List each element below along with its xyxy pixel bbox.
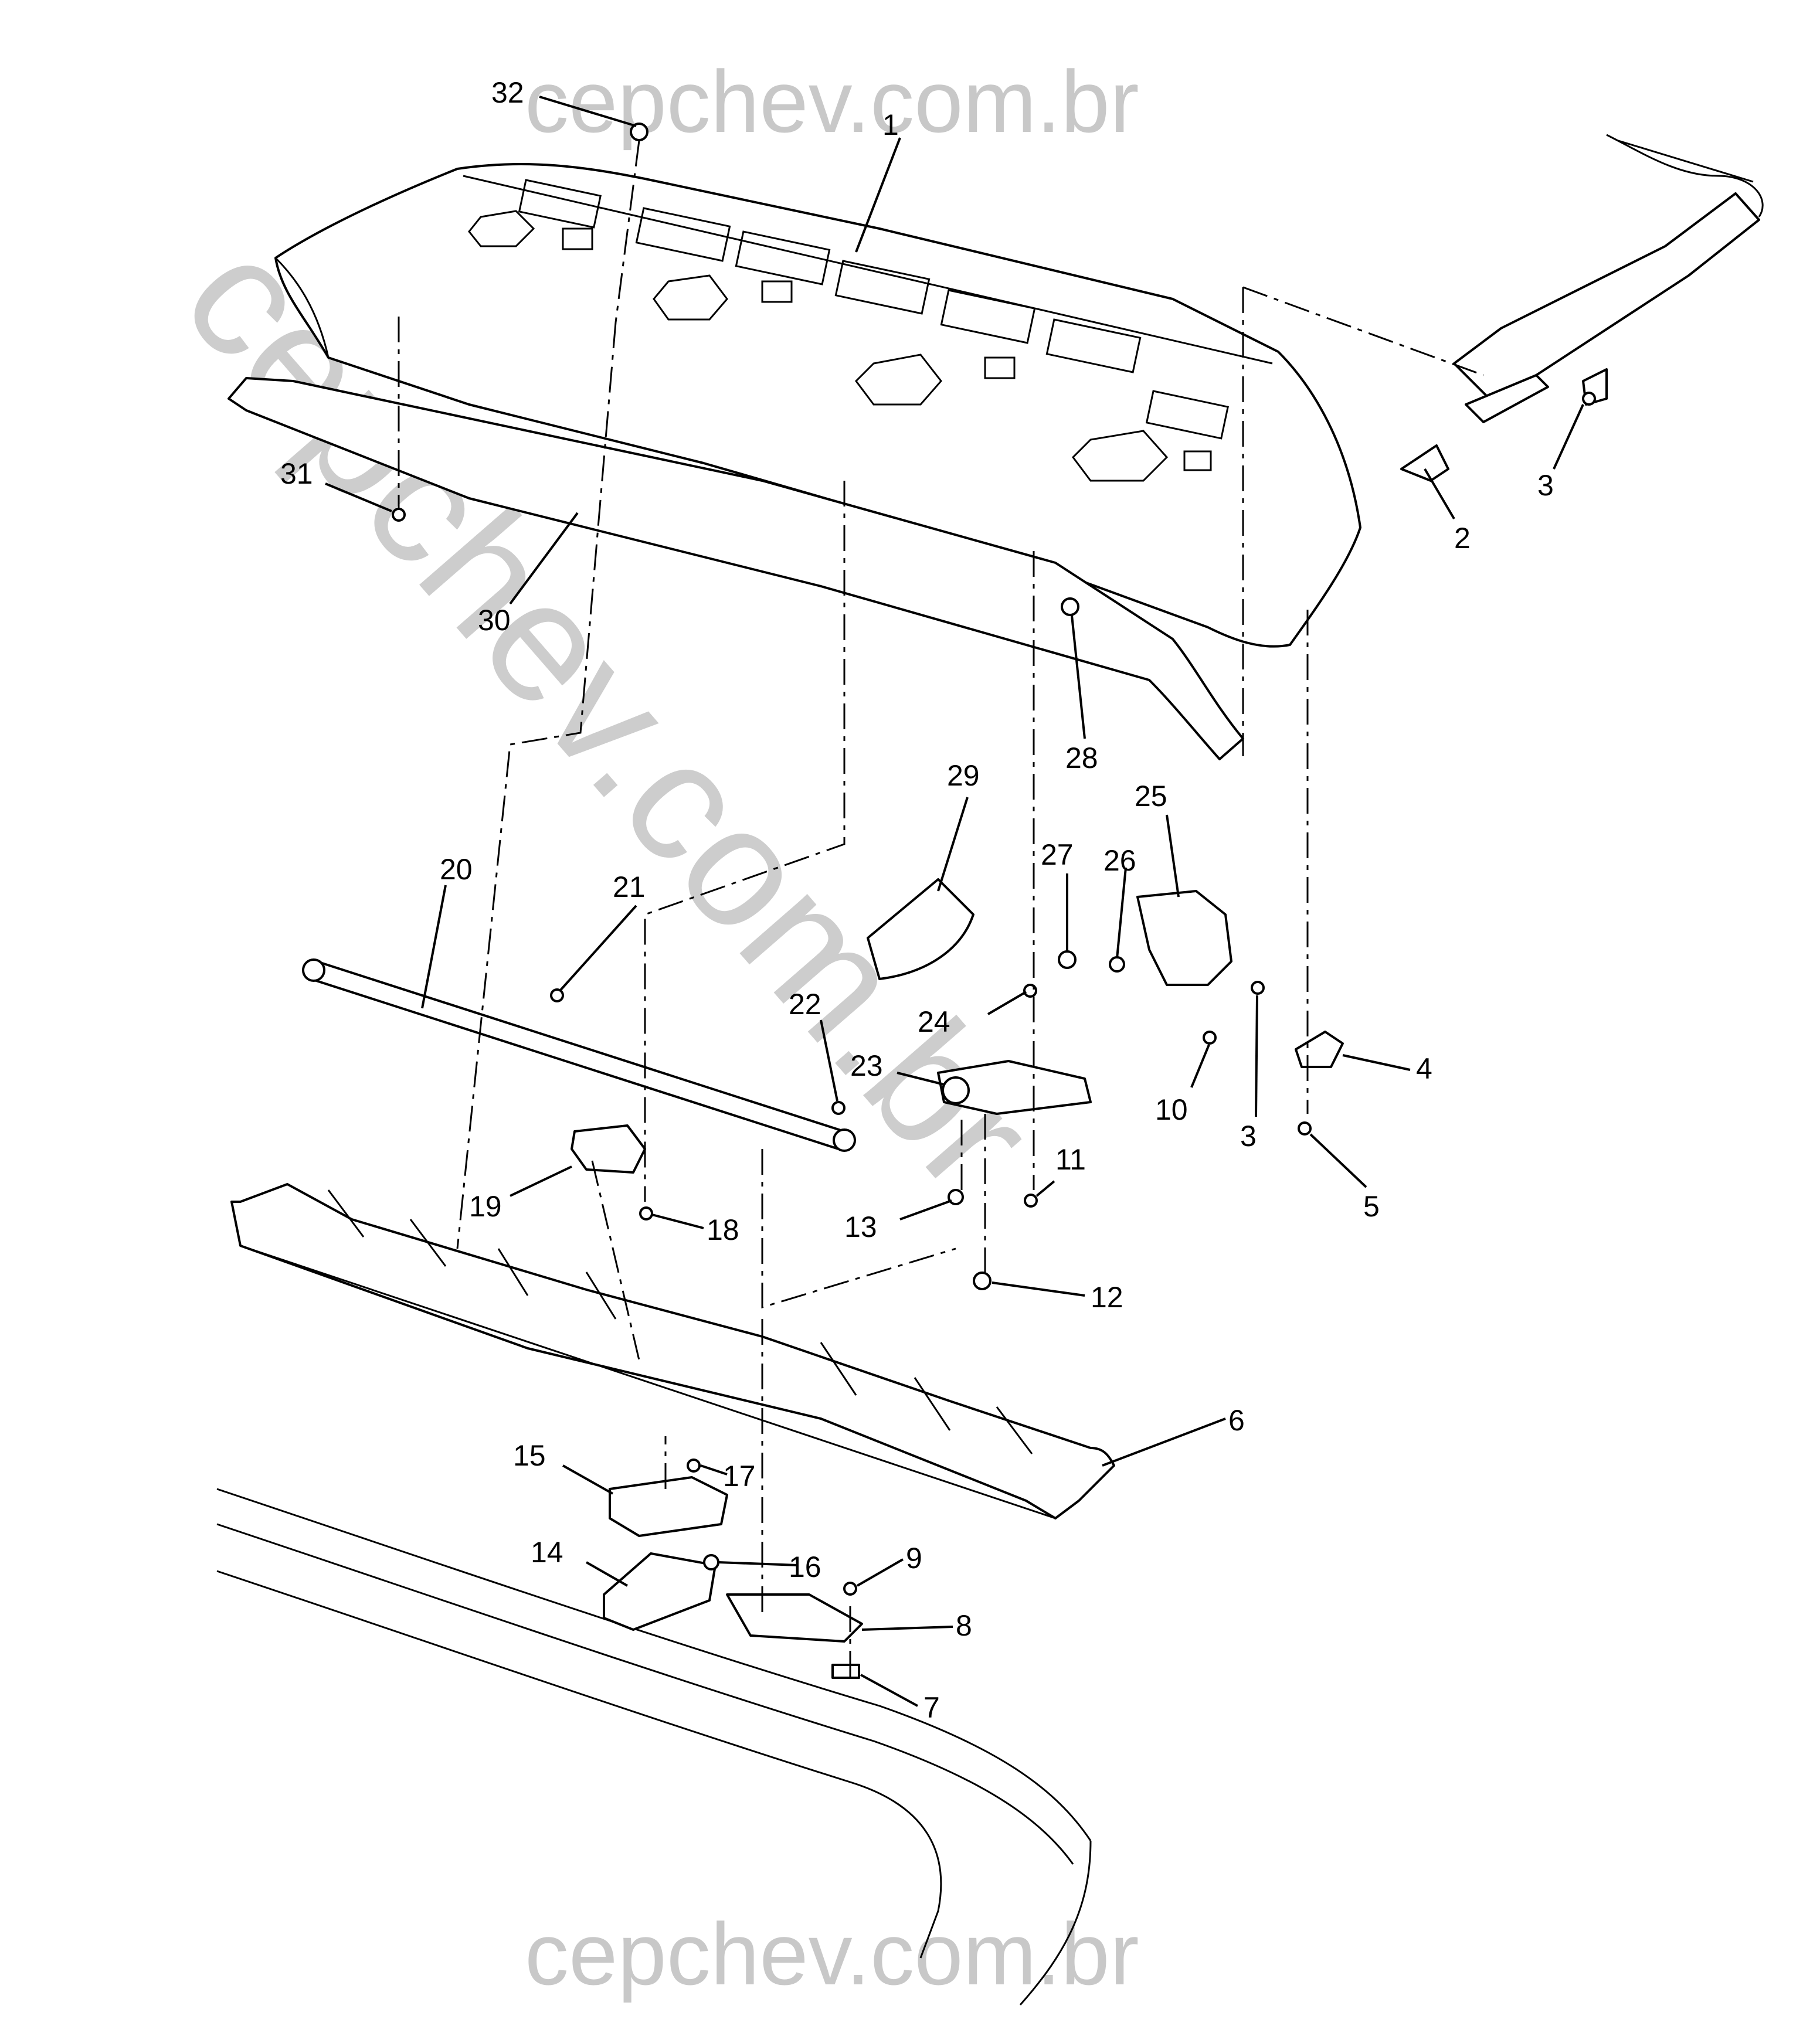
leader-lines [325, 96, 1584, 1707]
screw-11-icon [1024, 1194, 1038, 1208]
callout-7: 7 [923, 1691, 940, 1724]
screw-17-icon [687, 1459, 701, 1473]
panel-cutouts [468, 179, 1229, 482]
spring-26-icon [1109, 956, 1125, 973]
screw-21-icon [550, 988, 564, 1002]
callout-25: 25 [1135, 780, 1167, 812]
callout-16: 16 [789, 1551, 821, 1583]
callout-3b: 3 [1240, 1120, 1257, 1153]
hinge-25 [1136, 890, 1232, 986]
stud-28-icon [1061, 597, 1079, 616]
callout-13: 13 [844, 1211, 877, 1243]
callout-3a: 3 [1537, 469, 1554, 502]
clip-3-icon [1251, 981, 1265, 995]
bolt-27-icon [1058, 950, 1077, 969]
callout-18: 18 [707, 1213, 739, 1246]
roof-outline [216, 1488, 1092, 2005]
callout-23: 23 [850, 1049, 883, 1082]
callout-11: 11 [1055, 1143, 1086, 1176]
screw-32-icon [630, 123, 648, 141]
callout-2: 2 [1454, 522, 1471, 555]
callout-24: 24 [918, 1005, 950, 1038]
clip-3b-icon [1582, 392, 1596, 406]
latch-23 [937, 1060, 1092, 1115]
screw-9-icon [843, 1582, 857, 1596]
callout-31: 31 [280, 457, 313, 490]
cover-29 [867, 878, 974, 980]
callout-14: 14 [531, 1536, 563, 1569]
callout-5: 5 [1363, 1190, 1380, 1223]
bracket-8 [726, 1593, 863, 1643]
screw-18-icon [639, 1206, 653, 1221]
clip-4 [1295, 1031, 1344, 1068]
callout-26: 26 [1103, 844, 1136, 877]
nut-12-icon [973, 1272, 992, 1290]
callout-20: 20 [440, 853, 473, 886]
rail-assembly [1453, 134, 1764, 423]
screw-10-icon [1203, 1031, 1217, 1045]
screw-5-icon [1298, 1121, 1312, 1136]
watermark-top: cepchev.com.br [525, 52, 1139, 151]
callout-6: 6 [1228, 1404, 1245, 1437]
callout-28: 28 [1065, 742, 1098, 774]
callout-15: 15 [513, 1439, 546, 1472]
seal-7-icon [831, 1664, 860, 1679]
callout-4: 4 [1416, 1052, 1432, 1085]
callout-10: 10 [1155, 1093, 1188, 1126]
handle-14 [603, 1552, 717, 1631]
callout-19: 19 [469, 1190, 502, 1223]
callout-22: 22 [789, 988, 821, 1021]
assembly-lines [398, 140, 1484, 1682]
cable-rod [302, 958, 856, 1152]
callout-9: 9 [906, 1542, 922, 1575]
callout-30: 30 [478, 604, 511, 637]
callout-29: 29 [947, 759, 980, 792]
bumper-2 [1400, 444, 1449, 482]
watermark-bottom: cepchev.com.br [525, 1905, 1139, 2003]
bracket-19 [571, 1124, 646, 1174]
washer-13-icon [948, 1189, 964, 1205]
handle-15 [609, 1476, 728, 1537]
screw-31-icon [392, 508, 406, 522]
callout-12: 12 [1091, 1281, 1123, 1314]
clip-22-icon [831, 1101, 846, 1115]
callout-8: 8 [956, 1609, 972, 1642]
callout-27: 27 [1041, 838, 1074, 871]
callout-21: 21 [613, 871, 646, 903]
plug-16-icon [703, 1554, 719, 1570]
callout-17: 17 [723, 1460, 756, 1493]
lower-housing [230, 1183, 1115, 1519]
callout-32: 32 [491, 76, 524, 109]
callout-1: 1 [882, 108, 899, 141]
callouts: 1 2 3 3 4 5 6 7 8 9 10 11 12 13 14 15 16… [280, 76, 1554, 1724]
